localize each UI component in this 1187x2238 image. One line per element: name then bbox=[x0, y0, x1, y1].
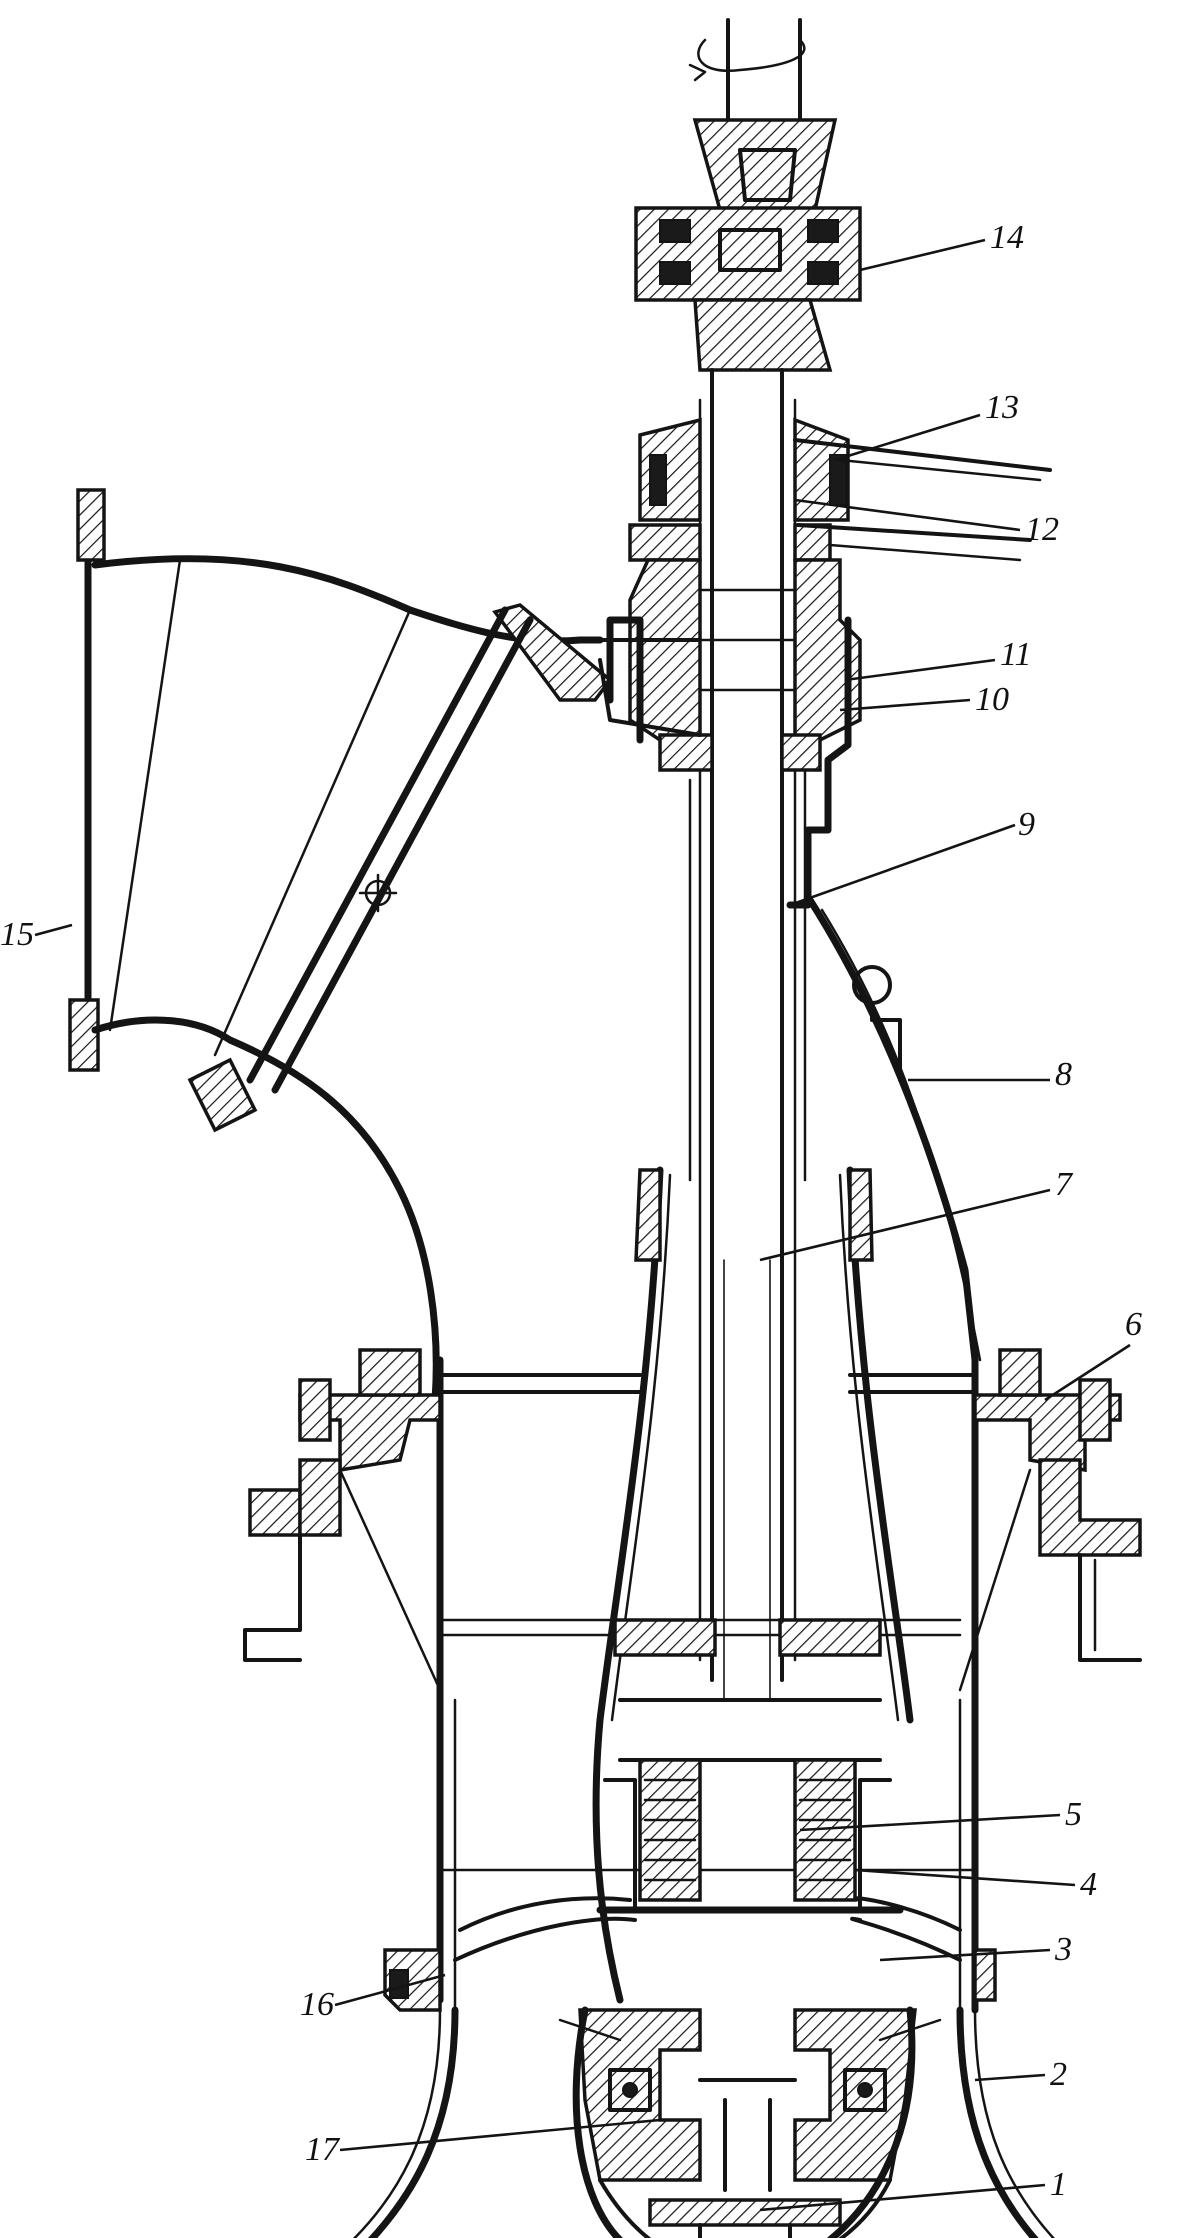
callout-11: 11 bbox=[1000, 636, 1031, 673]
leader-13 bbox=[834, 413, 981, 462]
leader-14 bbox=[859, 238, 986, 272]
callout-3: 3 bbox=[1054, 1931, 1072, 1968]
lower-bearing-nose-cone bbox=[558, 2006, 942, 2238]
leader-12 bbox=[794, 498, 1021, 532]
callout-17: 17 bbox=[305, 2131, 341, 2168]
leader-6 bbox=[1044, 1343, 1131, 1402]
upper-bearing-housing bbox=[606, 616, 852, 1182]
drive-shaft-top bbox=[688, 18, 806, 132]
leader-10 bbox=[839, 698, 971, 712]
mounting-flange bbox=[243, 1348, 1142, 1692]
leader-7 bbox=[759, 1188, 1051, 1262]
callout-5: 5 bbox=[1065, 1796, 1082, 1833]
leader-9 bbox=[789, 823, 1016, 907]
callout-13: 13 bbox=[985, 389, 1019, 426]
callout-2: 2 bbox=[1050, 2056, 1067, 2093]
leader-5 bbox=[799, 1813, 1061, 1832]
callout-4: 4 bbox=[1080, 1866, 1097, 1903]
callout-15: 15 bbox=[0, 916, 34, 953]
hub-bearing-assembly bbox=[453, 1618, 962, 1962]
leader-3 bbox=[879, 1948, 1051, 1962]
pump-shaft bbox=[698, 368, 797, 1701]
leader-16 bbox=[334, 1973, 446, 2007]
callout-6: 6 bbox=[1125, 1306, 1142, 1343]
callout-9: 9 bbox=[1018, 806, 1035, 843]
callout-leaders bbox=[34, 238, 1131, 2212]
callout-7: 7 bbox=[1055, 1166, 1074, 1203]
callout-16: 16 bbox=[300, 1986, 334, 2023]
callout-14: 14 bbox=[990, 219, 1024, 256]
leader-2 bbox=[974, 2073, 1046, 2082]
callout-10: 10 bbox=[975, 681, 1009, 718]
callout-12: 12 bbox=[1025, 511, 1059, 548]
callout-8: 8 bbox=[1055, 1056, 1072, 1093]
leader-4 bbox=[854, 1868, 1076, 1887]
shaft-sleeve-fairing bbox=[592, 1166, 914, 2004]
leader-1 bbox=[759, 2183, 1046, 2212]
discharge-elbow bbox=[68, 488, 702, 1404]
leader-11 bbox=[844, 658, 996, 682]
leader-15 bbox=[34, 923, 73, 937]
shaft-coupling bbox=[634, 118, 862, 372]
callout-labels: 14 13 12 11 10 9 8 7 6 5 4 3 2 1 16 17 1… bbox=[0, 219, 1142, 2203]
impeller-chamber bbox=[383, 1596, 997, 2014]
callout-1: 1 bbox=[1050, 2166, 1067, 2203]
leader-17 bbox=[339, 2118, 661, 2152]
suction-bell bbox=[352, 2006, 1055, 2238]
